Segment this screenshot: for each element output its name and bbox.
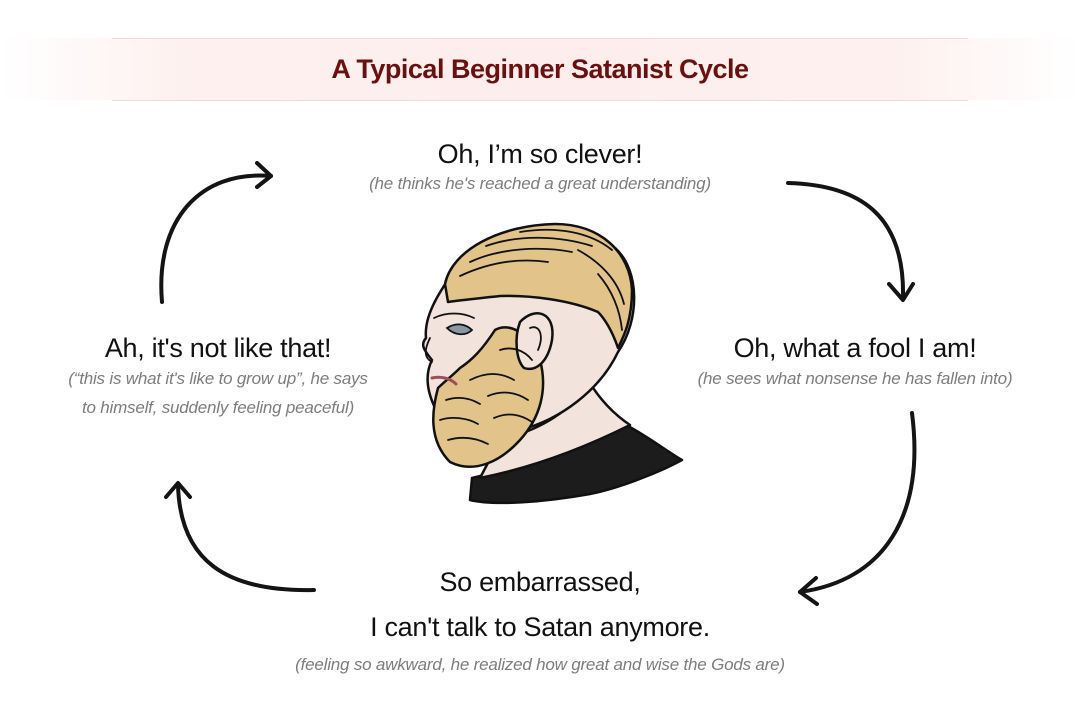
arrow-bottom-to-left [176, 483, 316, 593]
beard [432, 326, 545, 468]
stage-left-caption: (“this is what it's like to grow up”, he… [68, 369, 368, 417]
banner-top-rule [112, 38, 968, 39]
banner-bottom-rule [112, 100, 968, 101]
stage-top-heading: Oh, I’m so clever! [437, 139, 643, 169]
stage-bottom-heading-line2: I can't talk to Satan anymore. [370, 612, 710, 642]
stage-bottom-heading-line1: So embarrassed, [439, 567, 641, 597]
arrow-top-to-right [786, 181, 906, 300]
stage-left: Ah, it's not like that! (“this is what i… [58, 332, 378, 422]
stage-left-heading: Ah, it's not like that! [104, 333, 332, 363]
title-banner [0, 38, 1080, 100]
stage-right-caption: (he sees what nonsense he has fallen int… [697, 369, 1013, 388]
arrow-left-to-top-head [255, 161, 273, 189]
diagram-title: A Typical Beginner Satanist Cycle [331, 53, 749, 84]
arrow-bottom-to-left-head [164, 481, 192, 499]
stage-bottom-caption: (feeling so awkward, he realized how gre… [295, 655, 785, 674]
arrow-left-to-top [159, 173, 273, 304]
arrow-top-to-right-head [887, 282, 915, 302]
stage-right: Oh, what a fool I am! (he sees what nons… [660, 332, 1050, 393]
arrow-right-to-bottom-head [798, 576, 819, 606]
stage-top: Oh, I’m so clever! (he thinks he's reach… [290, 138, 790, 198]
stage-top-caption: (he thinks he's reached a great understa… [369, 174, 711, 193]
arrow-right-to-bottom [798, 411, 917, 594]
stage-right-heading: Oh, what a fool I am! [733, 333, 977, 363]
stage-bottom: So embarrassed, I can't talk to Satan an… [190, 560, 890, 679]
